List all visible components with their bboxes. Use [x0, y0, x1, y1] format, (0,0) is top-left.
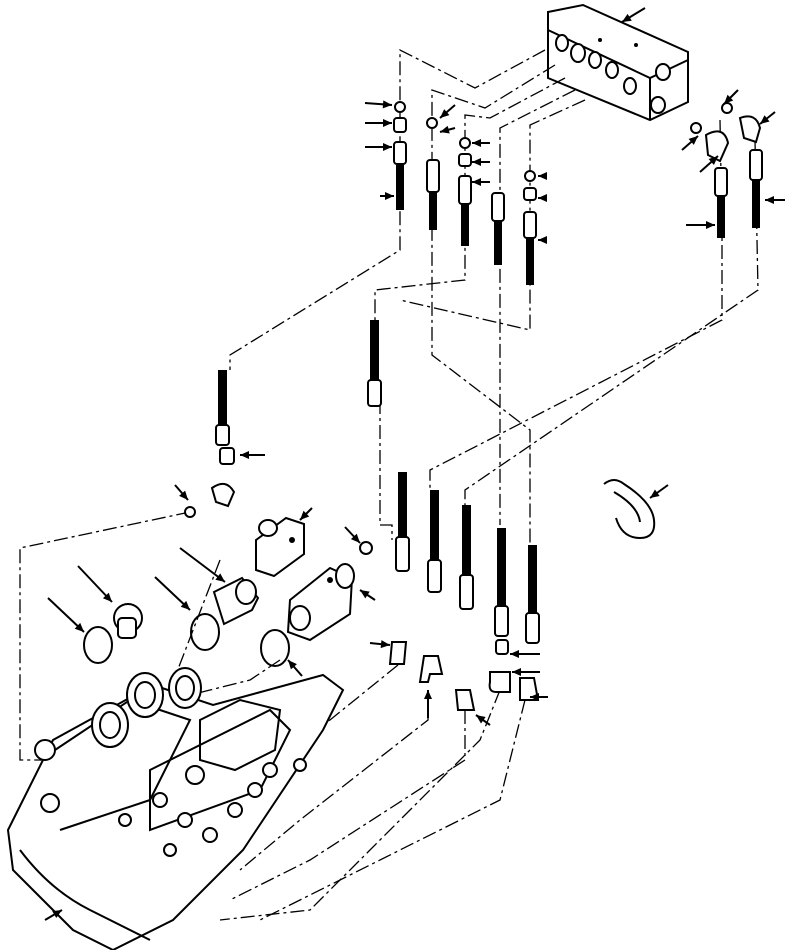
o-ring-3: [260, 629, 290, 667]
callout-arrow-27: [77, 565, 113, 603]
callout-arrow-5: [380, 192, 394, 200]
callout-arrow-4: [365, 143, 392, 151]
o-ring-2: [190, 613, 220, 651]
callout-arrow-31: [510, 650, 540, 658]
callout-arrow-33: [424, 690, 432, 718]
hose-clamp: [603, 479, 656, 540]
callout-arrow-1: [621, 7, 646, 23]
callout-arrow-19: [765, 196, 785, 204]
callout-arrow-20: [240, 451, 265, 459]
callout-arrow-18: [686, 221, 715, 229]
callout-arrow-3: [365, 119, 392, 127]
o-ring-1: [83, 626, 113, 664]
callout-arrow-7: [439, 125, 456, 134]
callout-arrow-9: [472, 158, 490, 166]
callout-arrow-11: [538, 172, 547, 180]
manifold-block: [547, 3, 689, 122]
callout-arrow-37: [44, 909, 63, 921]
callout-arrow-15: [759, 111, 776, 125]
callout-arrow-17: [699, 155, 719, 173]
callout-arrow-24: [359, 589, 376, 601]
callout-arrow-23: [344, 526, 361, 544]
callout-arrow-10: [472, 178, 490, 186]
callout-arrow-34: [475, 714, 491, 726]
callout-arrow-21: [174, 484, 189, 501]
callout-arrow-6: [439, 104, 456, 119]
callout-arrow-25: [179, 547, 226, 583]
fittings-cluster: [83, 482, 373, 667]
callout-arrow-12: [538, 194, 547, 202]
callout-arrow-14: [723, 89, 739, 105]
callout-arrow-35: [530, 693, 548, 701]
callout-arrow-2: [364, 100, 393, 109]
valve-body: [6, 667, 345, 950]
callout-arrow-13: [538, 236, 547, 244]
callout-arrow-36: [649, 484, 669, 499]
callout-arrow-8: [472, 139, 490, 147]
callout-arrow-32: [512, 668, 540, 676]
callout-arrow-22: [299, 507, 313, 521]
callout-arrow-30: [369, 640, 391, 649]
callout-arrow-26: [154, 576, 191, 611]
callout-arrow-29: [287, 659, 303, 677]
lower-hoses: [215, 320, 540, 711]
callout-arrow-16: [681, 135, 699, 151]
callout-arrows: [44, 7, 785, 921]
callout-arrow-28: [47, 597, 85, 633]
upper-hoses: [393, 101, 763, 285]
